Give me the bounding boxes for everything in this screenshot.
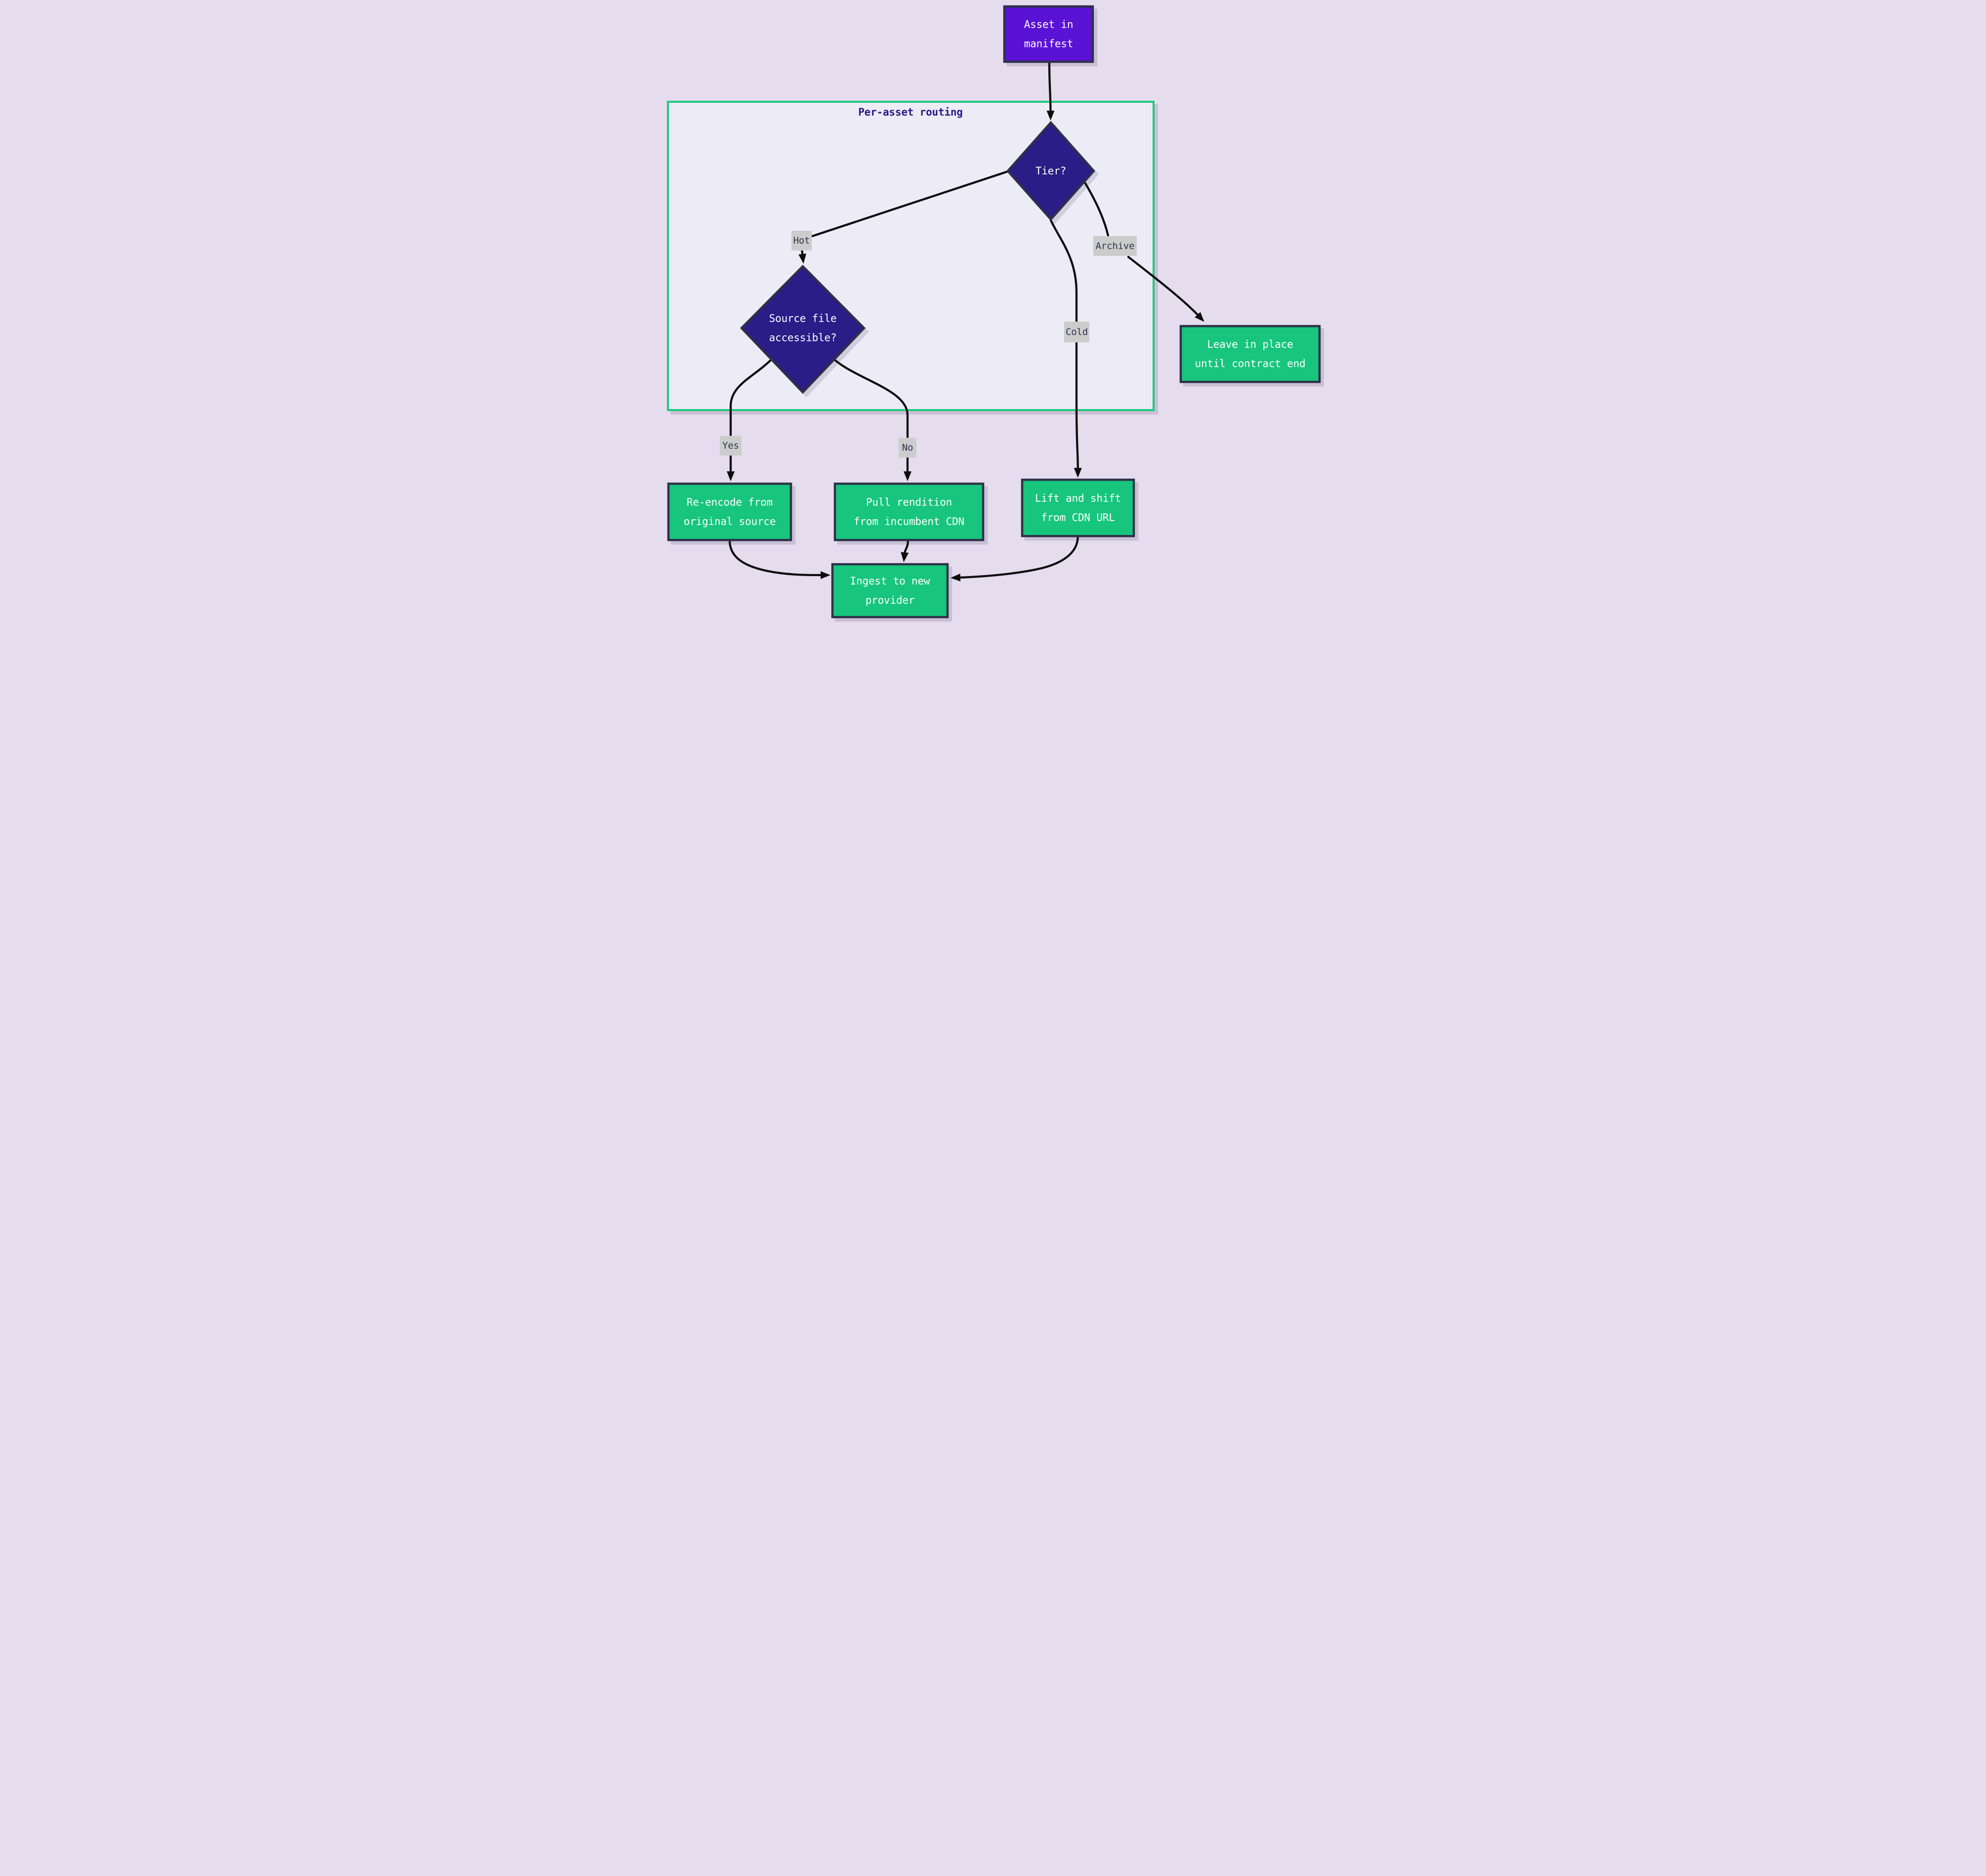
edge-label-archive-text: Archive [1096, 241, 1135, 251]
node-source-shape [740, 264, 866, 394]
node-tier-shape [1006, 121, 1096, 221]
node-tier-decision: Tier? [1006, 121, 1096, 221]
node-asset-label-line1: Asset in [1024, 19, 1074, 31]
node-pull-label-line2: from incumbent CDN [854, 516, 964, 528]
edge-label-cold-bg [1064, 322, 1089, 342]
edge-lift-to-ingest [951, 535, 1079, 582]
node-leave-label-line1: Leave in place [1207, 338, 1293, 350]
node-ingest-new-provider: Ingest to new provider [831, 563, 949, 619]
node-tier-label: Tier? [1035, 165, 1066, 177]
edge-label-hot-text: Hot [793, 235, 810, 246]
edge-label-archive-bg [1093, 236, 1137, 256]
node-source-label-line2: accessible? [769, 332, 837, 344]
node-lift-shape [1021, 478, 1135, 538]
edge-label-yes-text: Yes [722, 440, 739, 451]
edge-tier-to-hot-label [811, 170, 1009, 238]
node-asset-label-line2: manifest [1024, 38, 1074, 50]
node-lift-and-shift: Lift and shift from CDN URL [1021, 478, 1135, 538]
nodes-layer: Asset in manifest Tier? Source file acce… [667, 5, 1321, 619]
node-reencode-shape [667, 482, 792, 542]
edge-label-archive: Archive [1093, 236, 1137, 256]
container-frame [667, 101, 1155, 411]
edge-source-to-no-label [832, 358, 909, 439]
node-pull-shape [833, 482, 985, 542]
node-source-label-line1: Source file [769, 313, 837, 325]
edge-label-hot-bg [791, 231, 812, 250]
node-leave-shape [1179, 325, 1321, 383]
flowchart-stage: Per-asset routing Hot Archive Cold [662, 0, 1324, 625]
edge-pull-to-ingest [901, 539, 910, 562]
edge-tier-to-archive-label [1083, 180, 1110, 237]
node-reencode: Re-encode from original source [667, 482, 792, 542]
flowchart-canvas: Per-asset routing Hot Archive Cold [662, 0, 1324, 625]
node-lift-label-line2: from CDN URL [1041, 512, 1115, 524]
node-leave-label-line2: until contract end [1195, 358, 1306, 370]
edge-source-to-yes-label [729, 358, 773, 437]
edge-label-hot: Hot [791, 231, 812, 250]
edge-archive-to-leave [1127, 255, 1204, 322]
edge-cold-to-lift [1074, 341, 1082, 478]
node-ingest-shape [831, 563, 949, 619]
edge-asset-to-tier [1046, 61, 1055, 121]
node-ingest-label-line2: provider [866, 594, 915, 606]
edge-reencode-to-ingest [728, 539, 830, 579]
edges-layer [727, 61, 1204, 582]
edge-tier-to-cold-label [1049, 219, 1078, 323]
node-asset-shape [1003, 5, 1094, 63]
node-pull-label-line1: Pull rendition [866, 497, 952, 508]
edge-label-no-text: No [902, 442, 913, 453]
edge-label-cold: Cold [1064, 322, 1089, 342]
edge-label-yes-bg [720, 436, 742, 456]
node-reencode-label-line2: original source [684, 516, 776, 528]
node-reencode-label-line1: Re-encode from [687, 497, 773, 508]
edge-label-cold-text: Cold [1066, 327, 1088, 337]
node-pull-rendition: Pull rendition from incumbent CDN [833, 482, 985, 542]
node-asset-in-manifest: Asset in manifest [1003, 5, 1094, 63]
node-lift-label-line1: Lift and shift [1035, 493, 1121, 504]
edge-hot-to-source [798, 250, 807, 264]
node-leave-in-place: Leave in place until contract end [1179, 325, 1321, 383]
node-ingest-label-line1: Ingest to new [850, 575, 930, 587]
per-asset-routing-container: Per-asset routing [667, 101, 1155, 411]
edge-label-no-bg [899, 438, 916, 458]
edge-label-yes: Yes [720, 436, 742, 456]
container-title: Per-asset routing [858, 106, 963, 118]
node-source-accessible-decision: Source file accessible? [740, 264, 866, 394]
edge-label-no: No [899, 438, 916, 458]
edge-labels-layer: Hot Archive Cold Yes No [720, 231, 1137, 458]
